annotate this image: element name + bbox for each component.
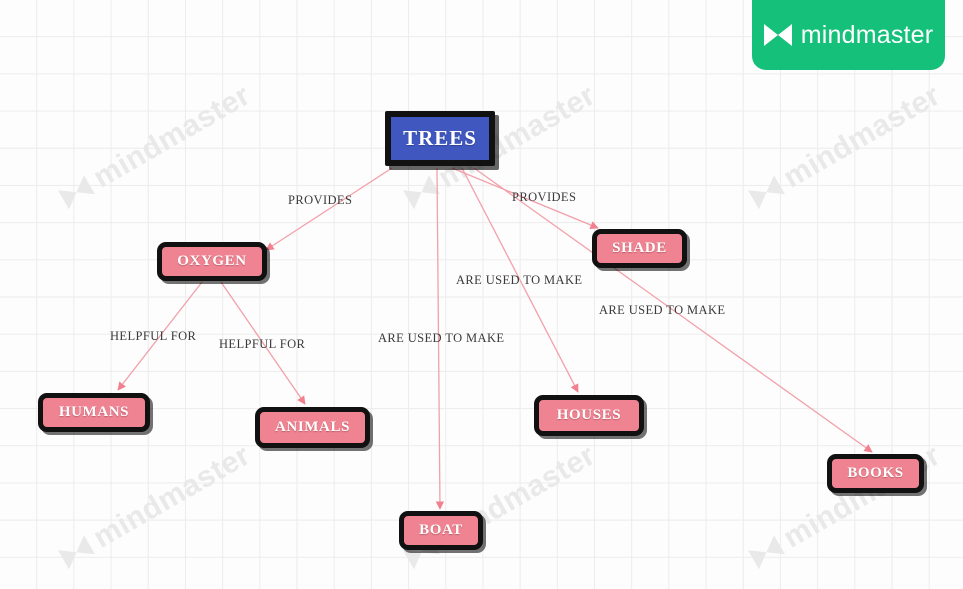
- node-books[interactable]: BOOKS: [827, 454, 924, 493]
- edge-label-oxygen-humans: HELPFUL FOR: [110, 329, 197, 343]
- edge-label-trees-houses: ARE USED TO MAKE: [456, 273, 583, 287]
- edge-label-oxygen-animals: HELPFUL FOR: [219, 337, 306, 351]
- node-animals[interactable]: ANIMALS: [255, 407, 370, 448]
- watermark-logo-icon: [748, 535, 785, 569]
- node-label: SHADE: [612, 240, 667, 256]
- node-label: OXYGEN: [177, 253, 247, 269]
- watermark-logo-icon: [58, 535, 95, 569]
- watermark-text: mindmaster: [87, 78, 257, 195]
- node-trees[interactable]: TREES: [385, 111, 495, 166]
- edge-label-trees-books: ARE USED TO MAKE: [599, 303, 726, 317]
- node-label: HUMANS: [58, 404, 130, 420]
- node-label: HOUSES: [556, 407, 622, 423]
- watermark-text: mindmaster: [87, 438, 257, 555]
- watermark: mindmaster: [55, 438, 257, 574]
- node-label: BOOKS: [847, 465, 904, 481]
- node-label: TREES: [403, 126, 477, 150]
- watermark-text: mindmaster: [777, 78, 947, 195]
- watermark-logo-icon: [58, 175, 95, 209]
- node-shade[interactable]: SHADE: [592, 229, 687, 268]
- node-oxygen[interactable]: OXYGEN: [157, 242, 267, 281]
- edge-label-trees-shade: PROVIDES: [512, 190, 577, 204]
- edge-label-trees-oxygen: PROVIDES: [288, 193, 353, 207]
- watermark-logo-icon: [748, 175, 785, 209]
- watermark: mindmaster: [55, 78, 257, 214]
- node-label: BOAT: [419, 522, 463, 538]
- node-boat[interactable]: BOAT: [399, 511, 483, 550]
- node-label: ANIMALS: [274, 419, 351, 435]
- mindmaster-logo: mindmaster: [752, 0, 945, 70]
- watermark-logo-icon: [403, 175, 440, 209]
- watermark: mindmaster: [745, 78, 947, 214]
- node-humans[interactable]: HUMANS: [38, 393, 150, 432]
- edge-trees-oxygen[interactable]: [265, 167, 393, 251]
- bowtie-logo-icon: [763, 24, 792, 46]
- watermark: mindmaster: [400, 438, 602, 574]
- edge-label-trees-boat: ARE USED TO MAKE: [378, 331, 505, 345]
- brand-name: mindmaster: [800, 20, 934, 49]
- node-houses[interactable]: HOUSES: [534, 395, 644, 436]
